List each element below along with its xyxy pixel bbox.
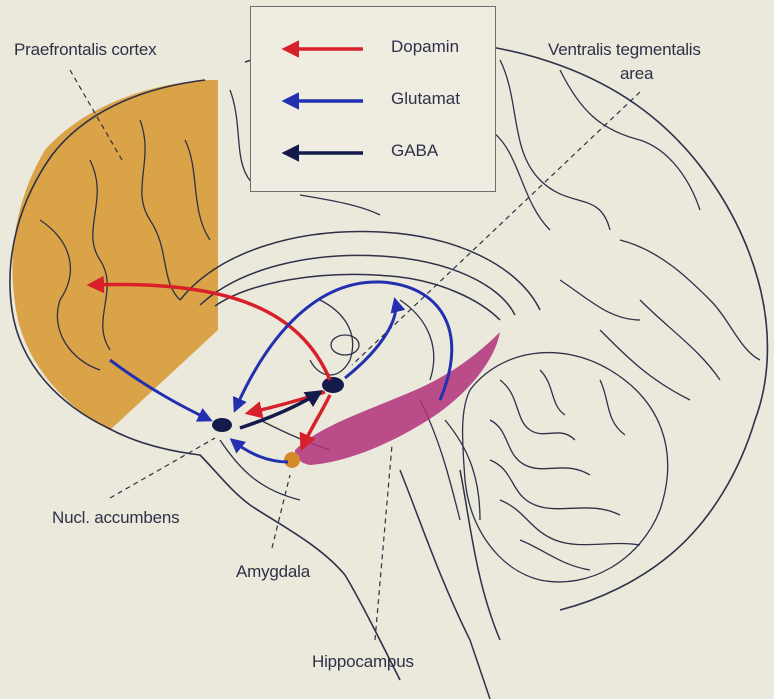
vta-node (322, 377, 344, 393)
nucleus-accumbens-node (212, 418, 232, 432)
legend-gaba-label: GABA (391, 141, 438, 161)
prefrontal-cortex-region (12, 80, 218, 430)
gaba-pathways (240, 392, 320, 428)
legend-glutamate-label: Glutamat (391, 89, 460, 109)
gaba-accumbens-to-vta-arrow (240, 392, 320, 428)
corpus-callosum (180, 232, 540, 320)
legend-arrows (251, 7, 371, 193)
label-amygdala: Amygdala (236, 562, 310, 582)
label-vta-line2: area (620, 64, 653, 84)
label-hippocampus: Hippocampus (312, 652, 414, 672)
hippocampus-region (295, 332, 500, 465)
glutamate-amygdala-to-accumbens-arrow (232, 440, 288, 462)
label-vta-line1: Ventralis tegmentalis (548, 40, 701, 60)
legend-dopamine-label: Dopamin (391, 37, 459, 57)
brain-stem (400, 470, 500, 699)
legend: Dopamin Glutamat GABA (250, 6, 496, 192)
cerebellum (463, 353, 668, 582)
label-prefrontal-cortex: Praefrontalis cortex (14, 40, 156, 60)
label-nucleus-accumbens: Nucl. accumbens (52, 508, 179, 528)
amygdala-node (284, 452, 300, 468)
